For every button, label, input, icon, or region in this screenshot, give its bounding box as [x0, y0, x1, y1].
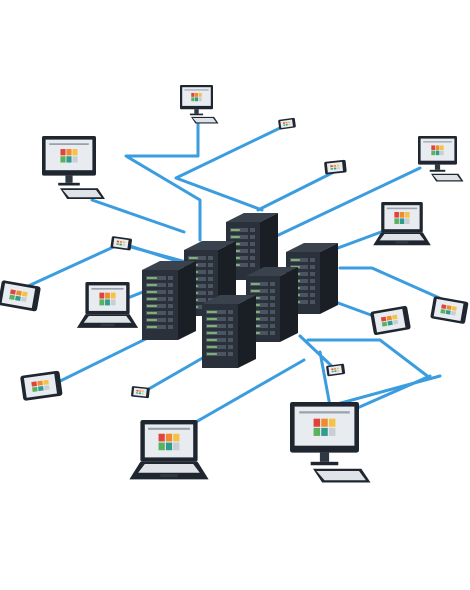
server-rack-icon [142, 261, 196, 340]
network-cable [306, 338, 432, 380]
laptop-icon [373, 202, 431, 246]
phone-icon [326, 363, 346, 377]
network-cable [266, 166, 422, 242]
network-cable [328, 374, 442, 408]
phone-icon [131, 386, 150, 399]
tablet-icon [20, 370, 63, 401]
desktop-monitor-icon [290, 402, 371, 483]
client-devices [0, 85, 469, 483]
laptop-icon [76, 282, 139, 328]
phone-icon [110, 236, 132, 251]
tablet-icon [370, 305, 411, 336]
laptop-icon [129, 420, 209, 480]
network-cable [256, 170, 336, 212]
network-cable [318, 350, 332, 408]
network-cable [138, 354, 208, 396]
server-rack-icon [202, 295, 256, 368]
network-cable [124, 120, 202, 242]
server-cluster [142, 213, 338, 368]
desktop-monitor-icon [180, 85, 219, 124]
desktop-monitor-icon [418, 136, 464, 182]
desktop-monitor-icon [42, 136, 105, 199]
phone-icon [324, 159, 347, 175]
network-cable [174, 126, 282, 212]
tablet-icon [430, 296, 469, 324]
network-cable [90, 198, 186, 234]
phone-icon [278, 117, 296, 130]
network-cable [338, 266, 455, 306]
tablet-icon [0, 280, 41, 312]
